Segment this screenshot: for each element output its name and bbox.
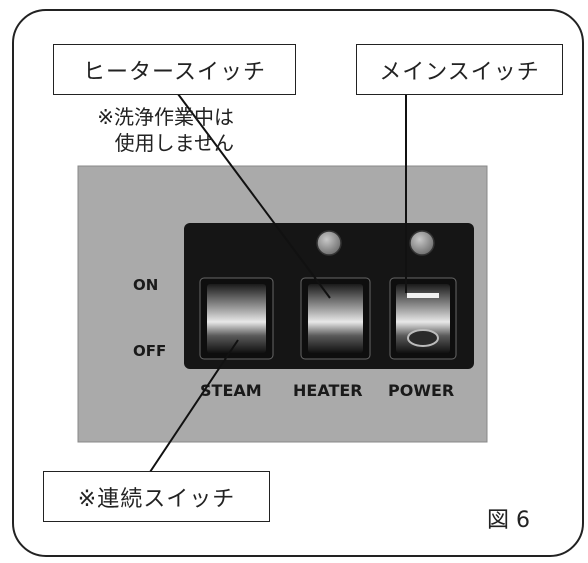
- heater-lamp-icon: [316, 230, 342, 256]
- note-line-2: 使用しません: [114, 131, 234, 155]
- figure-label: 図 6: [487, 508, 530, 533]
- heater-label: HEATER: [293, 381, 363, 400]
- heater-switch[interactable]: [300, 277, 371, 360]
- power-switch[interactable]: [389, 277, 457, 360]
- on-label: ON: [133, 276, 158, 294]
- steam-label: STEAM: [200, 381, 262, 400]
- continuous-switch-callout: ※連続スイッチ: [43, 471, 270, 522]
- note-line-1: ※洗浄作業中は: [97, 105, 234, 129]
- off-label: OFF: [133, 342, 166, 360]
- heater-leader-line: [177, 93, 331, 299]
- power-off-mark-icon: [407, 329, 439, 347]
- heater-switch-callout: ヒータースイッチ: [53, 44, 296, 95]
- continuous-leader-line: [149, 339, 239, 473]
- power-lamp-icon: [409, 230, 435, 256]
- cleaning-note: ※洗浄作業中は 使用しません: [14, 104, 234, 156]
- power-on-mark-icon: [407, 293, 439, 298]
- main-switch-callout: メインスイッチ: [356, 44, 563, 95]
- steam-switch[interactable]: [199, 277, 274, 360]
- power-label: POWER: [388, 381, 454, 400]
